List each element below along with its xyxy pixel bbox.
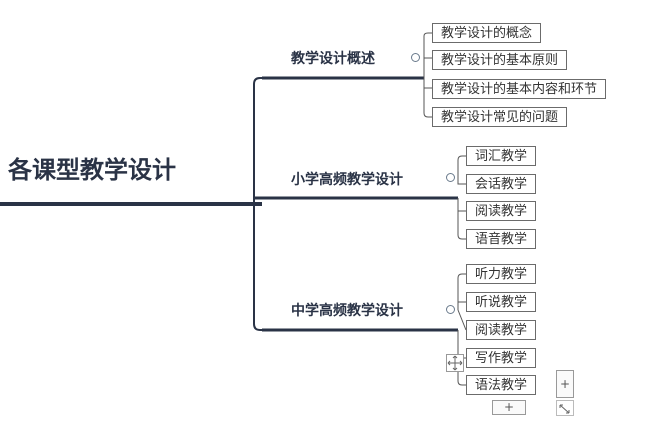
leaf-connector: [457, 211, 466, 240]
connector-branch-1: [253, 77, 424, 205]
connector-branch-3: [253, 204, 424, 331]
leaf-node[interactable]: 教学设计的概念: [432, 23, 542, 43]
leaf-node[interactable]: 会话教学: [466, 174, 537, 194]
leaf-node[interactable]: 教学设计的基本原则: [432, 50, 568, 70]
move-icon[interactable]: [446, 354, 464, 372]
leaf-connector: [457, 358, 466, 386]
leaf-node[interactable]: 词汇教学: [466, 146, 537, 166]
root-node[interactable]: 各课型教学设计: [8, 156, 176, 184]
leaf-connector: [423, 58, 432, 89]
collapse-toggle-icon[interactable]: [446, 305, 455, 314]
leaf-connector: [423, 88, 432, 118]
leaf-connector: [457, 155, 466, 178]
leaf-node[interactable]: 听说教学: [466, 292, 537, 312]
branch-node-primary[interactable]: 小学高频教学设计: [291, 172, 403, 188]
leaf-connector: [457, 198, 466, 212]
branch-node-overview[interactable]: 教学设计概述: [291, 51, 375, 67]
leaf-node[interactable]: 教学设计常见的问题: [432, 107, 568, 127]
leaf-connector: [423, 32, 432, 58]
branch-node-secondary[interactable]: 中学高频教学设计: [291, 303, 403, 319]
leaf-connector: [457, 301, 466, 310]
collapse-toggle-icon[interactable]: [446, 173, 455, 182]
leaf-node[interactable]: 语音教学: [466, 229, 537, 249]
leaf-node[interactable]: 阅读教学: [466, 201, 537, 221]
add-below-button[interactable]: +: [492, 400, 526, 415]
collapse-toggle-icon[interactable]: [411, 53, 420, 62]
leaf-connector: [457, 273, 466, 310]
add-sibling-button[interactable]: +: [556, 370, 574, 398]
leaf-connector: [457, 178, 466, 185]
leaf-node[interactable]: 写作教学: [466, 348, 537, 368]
leaf-connector: [457, 309, 467, 331]
leaf-node[interactable]: 阅读教学: [466, 320, 537, 340]
leaf-node[interactable]: 听力教学: [466, 264, 537, 284]
resize-handle-icon[interactable]: [556, 400, 574, 416]
leaf-node[interactable]: 教学设计的基本内容和环节: [432, 79, 607, 99]
leaf-node-selected[interactable]: 语法教学: [466, 375, 537, 395]
